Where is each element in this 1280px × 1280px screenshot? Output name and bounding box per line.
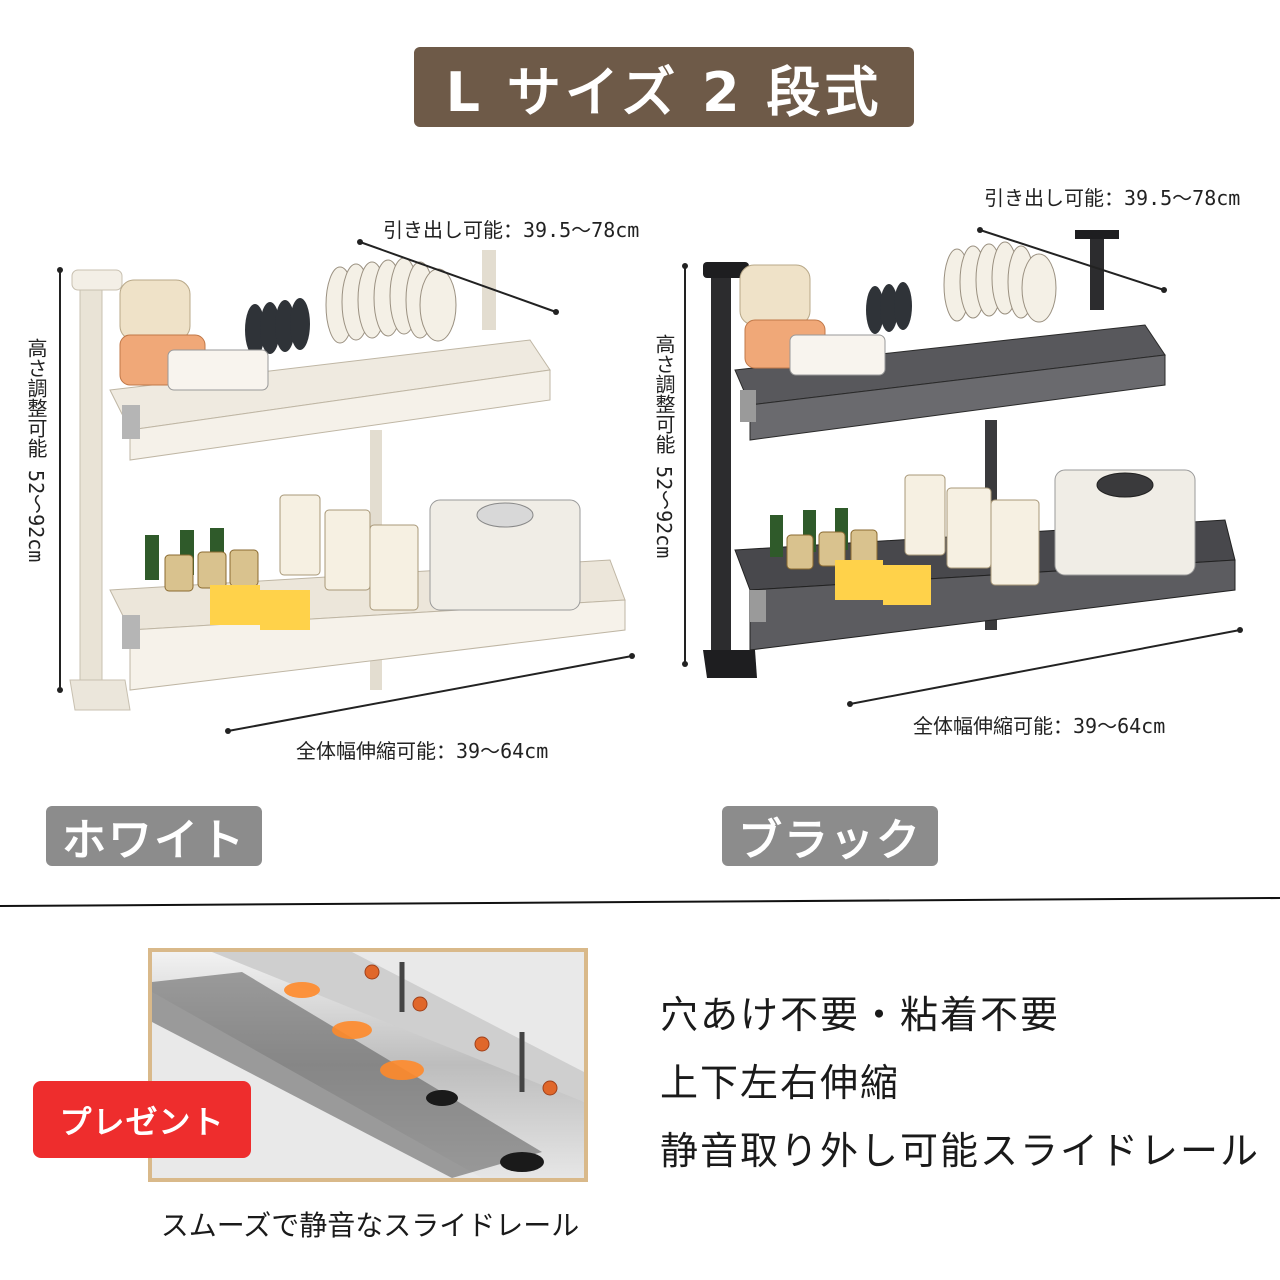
present-badge: プレゼント — [33, 1081, 251, 1158]
black-dimension-lines — [682, 227, 1243, 707]
white-color-badge: ホワイト — [46, 806, 262, 866]
white-width-label: 全体幅伸縮可能：39〜64cm — [296, 739, 549, 763]
present-badge-label: プレゼント — [59, 1102, 225, 1141]
black-rack-image — [695, 230, 1255, 700]
black-height-label: 高さ調整可能 52〜92cm — [652, 334, 676, 559]
feature-item: 静音取り外し可能スライドレール — [660, 1129, 1261, 1173]
section-divider — [0, 897, 1280, 907]
black-width-label: 全体幅伸縮可能：39〜64cm — [913, 714, 1166, 738]
black-pull-out-label: 引き出し可能：39.5〜78cm — [984, 186, 1241, 210]
black-color-label: ブラック — [738, 815, 922, 866]
feature-item: 穴あけ不要・粘着不要 — [660, 993, 1061, 1037]
title-banner: L サイズ 2 段式 — [414, 47, 914, 127]
feature-list: 穴あけ不要・粘着不要 上下左右伸縮 静音取り外し可能スライドレール — [660, 990, 1260, 1194]
white-pull-out-label: 引き出し可能：39.5〜78cm — [383, 218, 640, 242]
slide-rail-caption: スムーズで静音なスライドレール — [160, 1209, 580, 1242]
white-rack-image — [50, 230, 650, 750]
page-title: L サイズ 2 段式 — [445, 60, 883, 124]
black-color-badge: ブラック — [722, 806, 938, 866]
white-color-label: ホワイト — [62, 815, 246, 866]
white-dimension-lines — [57, 239, 635, 734]
feature-item: 上下左右伸縮 — [660, 1061, 901, 1105]
white-height-label: 高さ調整可能 52〜92cm — [24, 338, 48, 563]
